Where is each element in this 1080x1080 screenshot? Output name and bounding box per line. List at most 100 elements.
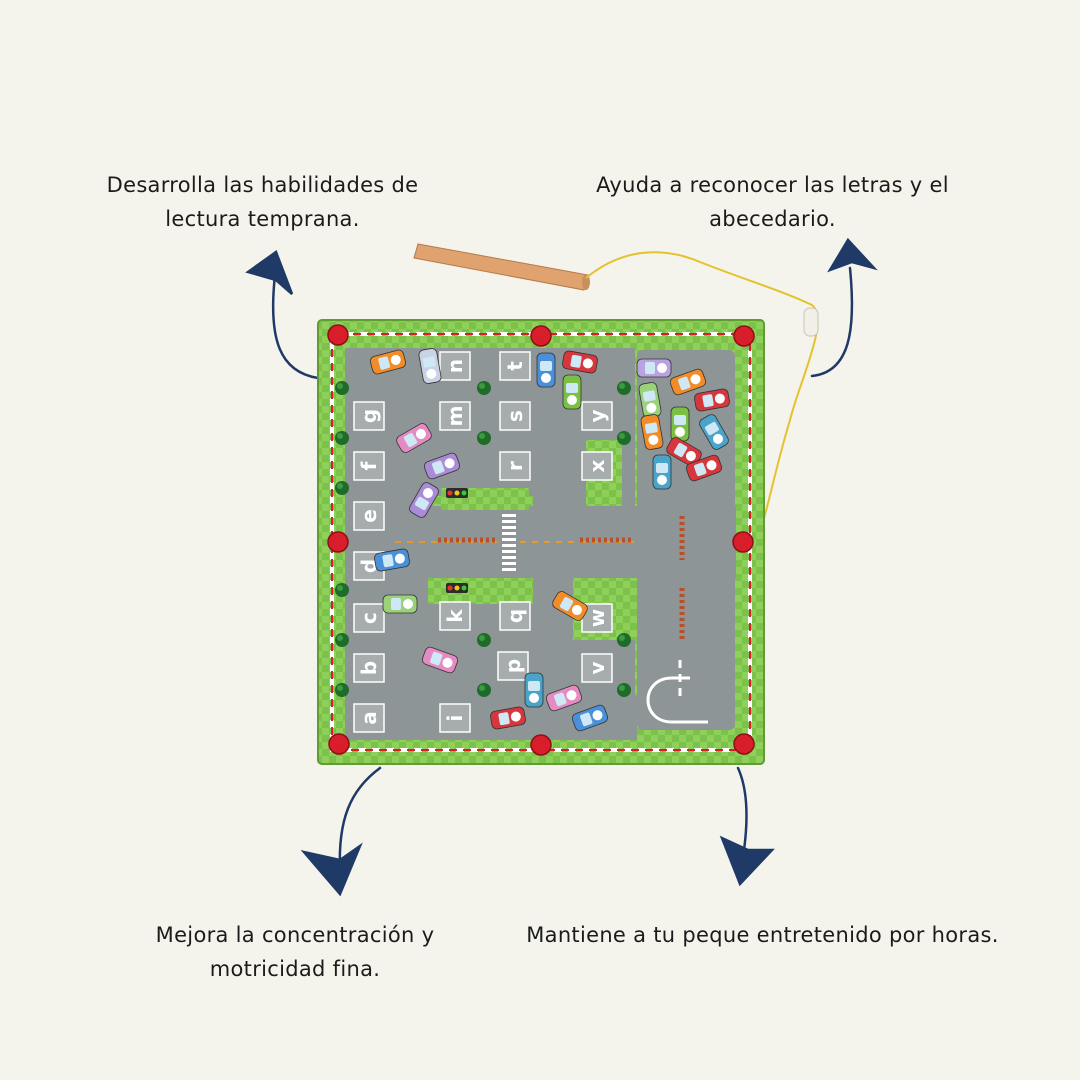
tree-icon: [617, 683, 631, 697]
cell-letter: k: [443, 609, 467, 623]
cell-letter: b: [357, 661, 381, 675]
tree-icon: [617, 431, 631, 445]
letter-cell: s: [499, 401, 531, 431]
toy-car-icon[interactable]: [694, 388, 731, 412]
cell-letter: m: [443, 406, 467, 427]
letter-cell: c: [353, 603, 385, 633]
trees: [335, 381, 631, 697]
tree-icon: [335, 633, 349, 647]
toy-car-icon[interactable]: [685, 454, 723, 483]
toy-car-icon[interactable]: [665, 436, 703, 469]
toy-car-icon[interactable]: [395, 422, 433, 455]
caption-early-reading: Desarrolla las habilidades de lectura te…: [106, 173, 419, 231]
tree-icon: [477, 683, 491, 697]
arrow-icon: [271, 273, 320, 380]
arrow-icon: [736, 766, 748, 852]
toy-car-icon[interactable]: [421, 646, 459, 675]
tree-icon: [477, 431, 491, 445]
cell-letter: n: [443, 359, 467, 373]
letter-cell: y: [581, 401, 613, 431]
cell-letter: c: [357, 612, 381, 624]
toy-car-icon[interactable]: [652, 454, 672, 490]
letter-cell: v: [581, 653, 613, 683]
letter-cell: n: [439, 351, 471, 381]
tree-icon: [617, 633, 631, 647]
cell-letter: y: [585, 409, 609, 422]
toy-car-icon[interactable]: [418, 348, 442, 385]
toy-car-icon[interactable]: [670, 406, 690, 442]
toy-car-icon[interactable]: [536, 352, 556, 388]
cell-letter: i: [443, 715, 467, 722]
cell-letter: w: [585, 609, 609, 627]
toy-car-icon[interactable]: [638, 382, 662, 419]
tree-icon: [335, 583, 349, 597]
tree-icon: [335, 481, 349, 495]
toy-car-icon[interactable]: [551, 590, 589, 623]
letter-cell: w: [581, 603, 613, 633]
caption-letter-recognition: Ayuda a reconocer las letras y el abeced…: [596, 173, 949, 231]
toy-car-icon[interactable]: [524, 672, 544, 708]
tree-icon: [477, 381, 491, 395]
letter-cell: k: [439, 601, 471, 631]
toy-car-icon[interactable]: [408, 481, 441, 519]
toy-car-icon[interactable]: [636, 358, 672, 378]
tree-icon: [617, 381, 631, 395]
toy-car-icon[interactable]: [369, 349, 407, 375]
toy-car-icon[interactable]: [562, 350, 599, 374]
cell-letter: a: [357, 711, 381, 725]
arrow-icon: [827, 237, 878, 273]
crosswalk: [502, 514, 516, 571]
cell-letter: p: [501, 659, 525, 673]
board-pegs: [327, 324, 755, 756]
u-turn-marking: [646, 676, 708, 724]
cell-letter: r: [503, 461, 527, 471]
toy-car-icon[interactable]: [382, 594, 418, 614]
cell-letter: f: [357, 461, 381, 470]
arrow-icon: [719, 835, 775, 887]
toy-car-icon[interactable]: [640, 414, 664, 451]
toy-car-icon[interactable]: [669, 368, 707, 397]
tree-icon: [335, 431, 349, 445]
tree-icon: [335, 683, 349, 697]
toy-car-icon[interactable]: [562, 374, 582, 410]
string-clip: [803, 307, 819, 337]
letter-cell: i: [439, 703, 471, 733]
toy-car-icon[interactable]: [423, 452, 461, 481]
toy-car-icon[interactable]: [698, 413, 731, 451]
traffic-light-icon: [446, 583, 468, 593]
letter-cell: g: [353, 401, 385, 431]
letter-cell: t: [499, 351, 531, 381]
letter-cell: m: [439, 401, 471, 431]
cell-letter: x: [585, 459, 609, 472]
arrow-icon: [810, 266, 854, 378]
arrow-icon: [338, 766, 382, 872]
arrow-icon: [245, 250, 294, 295]
tree-icon: [477, 633, 491, 647]
cell-letter: v: [585, 661, 609, 674]
toy-car-icon[interactable]: [490, 706, 527, 730]
cell-letter: s: [503, 410, 527, 422]
toy-car-icon[interactable]: [545, 684, 583, 713]
letter-cell: e: [353, 501, 385, 531]
toy-car-icon[interactable]: [571, 704, 609, 733]
cell-letter: g: [357, 409, 381, 423]
magnetic-pen-icon: [413, 243, 590, 291]
caption-entertainment: Mantiene a tu peque entretenido por hora…: [526, 923, 999, 947]
tree-icon: [335, 381, 349, 395]
traffic-light-icon: [446, 488, 468, 498]
letter-cell: a: [353, 703, 385, 733]
pen-string: [585, 251, 819, 541]
letter-cell: f: [353, 451, 385, 481]
arrow-icon: [300, 842, 363, 897]
letter-cell: x: [581, 451, 613, 481]
letter-cell: p: [497, 651, 529, 681]
toy-car-icon[interactable]: [374, 548, 411, 572]
cell-letter: t: [503, 361, 527, 371]
letter-cell: q: [499, 601, 531, 631]
cell-letter: e: [357, 509, 381, 523]
letter-cell: r: [499, 451, 531, 481]
